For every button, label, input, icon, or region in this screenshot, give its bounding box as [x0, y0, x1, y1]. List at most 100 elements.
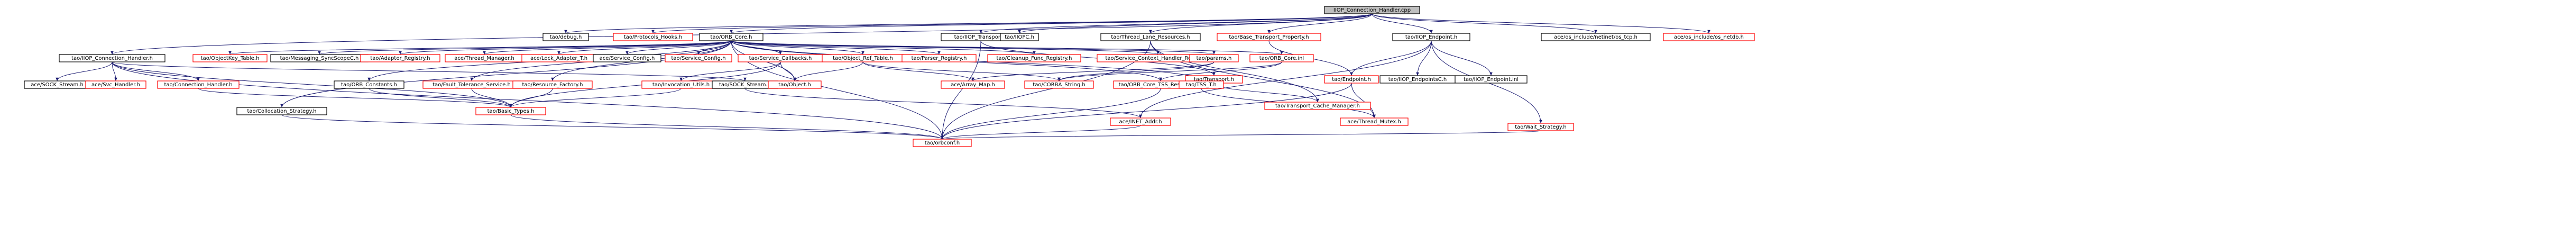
- header-file-node[interactable]: tao/Endpoint.h: [1324, 75, 1379, 84]
- header-file-node[interactable]: tao/Fault_Tolerance_Service.h: [422, 80, 521, 89]
- header-file-node[interactable]: tao/params.h: [1189, 54, 1239, 62]
- header-file-node[interactable]: tao/IIOP_Endpoint.h: [1392, 33, 1470, 41]
- header-file-node[interactable]: tao/Resource_Factory.h: [512, 80, 593, 89]
- header-file-node[interactable]: tao/Connection_Handler.h: [157, 80, 240, 89]
- node-box: [1000, 33, 1039, 41]
- edge-n3-to-n25: [731, 40, 1283, 55]
- header-file-node[interactable]: tao/orbconf.h: [913, 139, 972, 147]
- header-file-node[interactable]: tao/Transport_Cache_Manager.h: [1264, 102, 1371, 110]
- header-file-node[interactable]: tao/Protocols_Hooks.h: [613, 33, 693, 41]
- header-file-node[interactable]: tao/Collocation_Strategy.h: [236, 107, 327, 115]
- header-file-node[interactable]: tao/SOCK_Stream.h: [712, 80, 778, 89]
- header-file-node[interactable]: ace/Lock_Adapter_T.h: [521, 54, 596, 62]
- node-box: [1541, 33, 1651, 41]
- node-label: ace/os_include/netinet/os_tcp.h: [1554, 34, 1637, 40]
- header-file-node[interactable]: tao/Parser_Registry.h: [901, 54, 977, 62]
- header-file-node[interactable]: ace/Thread_Mutex.h: [1340, 117, 1409, 126]
- header-file-node[interactable]: tao/Adapter_Registry.h: [360, 54, 440, 62]
- header-file-node[interactable]: tao/CORBA_String.h: [1024, 80, 1094, 89]
- header-file-node[interactable]: tao/IIOP_Endpoint.inl: [1455, 75, 1528, 84]
- root-file-node: IIOP_Connection_Handler.cpp: [1324, 6, 1420, 14]
- header-file-node[interactable]: tao/ORB_Constants.h: [334, 80, 404, 89]
- edge-n8-to-n29: [1431, 40, 1493, 76]
- edge-n24-to-n40: [1057, 61, 1215, 81]
- header-file-node[interactable]: ace/os_include/os_netdb.h: [1663, 33, 1755, 41]
- edge-n3-to-n12: [228, 40, 732, 55]
- node-box: [1324, 6, 1420, 14]
- node-box: [1663, 33, 1755, 41]
- header-file-node[interactable]: ace/Svc_Handler.h: [85, 80, 146, 89]
- edge-n3-to-n44: [280, 40, 732, 108]
- node-label: tao/Collocation_Strategy.h: [247, 108, 316, 114]
- node-label: tao/ObjectKey_Table.h: [201, 56, 260, 61]
- node-label: ace/INET_Addr.h: [1119, 119, 1162, 125]
- header-file-node[interactable]: ace/Array_Map.h: [941, 80, 1005, 89]
- edge-n44-to-n49: [281, 114, 944, 140]
- header-file-node[interactable]: tao/Wait_Strategy.h: [1507, 123, 1574, 131]
- edge-n11-to-n31: [112, 61, 117, 81]
- edge-n8-to-n28: [1416, 40, 1432, 76]
- edge-n0-to-n8: [1372, 13, 1433, 34]
- node-box: [941, 80, 1005, 89]
- header-file-node[interactable]: tao/Object.h: [768, 80, 822, 89]
- header-file-node[interactable]: tao/Service_Callbacks.h: [738, 54, 823, 62]
- edge-n27-to-n49: [941, 83, 1352, 140]
- header-file-node[interactable]: tao/Basic_Types.h: [475, 107, 546, 115]
- node-box: [512, 80, 593, 89]
- edge-n25-to-n41: [1159, 61, 1282, 81]
- header-file-node[interactable]: tao/ORB_Core.h: [699, 33, 763, 41]
- node-label: tao/IIOP_Endpoint.inl: [1464, 77, 1519, 83]
- edge-n3-to-n16: [557, 40, 732, 55]
- node-label: tao/debug.h: [550, 34, 582, 40]
- edge-n27-to-n47: [1351, 83, 1376, 119]
- node-box: [1179, 80, 1224, 89]
- header-file-node[interactable]: ace/Thread_Manager.h: [445, 54, 524, 62]
- node-label: tao/ORB_Core.h: [711, 34, 752, 40]
- header-file-node[interactable]: ace/os_include/netinet/os_tcp.h: [1541, 33, 1651, 41]
- node-label: tao/Transport.h: [1194, 77, 1234, 83]
- header-file-node[interactable]: ace/SOCK_Stream.h: [24, 80, 90, 89]
- header-file-node[interactable]: tao/ORB_Core.inl: [1249, 54, 1314, 62]
- header-file-node[interactable]: ace/INET_Addr.h: [1110, 117, 1171, 126]
- node-box: [85, 80, 146, 89]
- node-box: [1189, 54, 1239, 62]
- header-file-node[interactable]: tao/IIOPC.h: [1000, 33, 1039, 41]
- node-box: [334, 80, 404, 89]
- header-file-node[interactable]: tao/Object_Ref_Table.h: [822, 54, 904, 62]
- header-file-node[interactable]: tao/Service_Config.h: [665, 54, 732, 62]
- header-file-node[interactable]: tao/IIOP_Connection_Handler.h: [59, 54, 165, 62]
- node-box: [768, 80, 822, 89]
- node-box: [157, 80, 240, 89]
- node-box: [236, 107, 327, 115]
- node-label: tao/IIOP_Endpoint.h: [1405, 34, 1457, 40]
- edge-n32-to-n45: [198, 88, 512, 108]
- node-label: ace/SOCK_Stream.h: [31, 82, 84, 88]
- node-label: tao/Invocation_Utils.h: [652, 82, 710, 88]
- edge-n45-to-n49: [510, 114, 944, 140]
- node-box: [1392, 33, 1470, 41]
- header-file-node[interactable]: tao/Cleanup_Func_Registry.h: [987, 54, 1081, 62]
- edge-n19-to-n38: [780, 61, 796, 81]
- header-file-node[interactable]: tao/debug.h: [542, 33, 589, 41]
- edge-n11-to-n30: [56, 61, 113, 81]
- header-file-node[interactable]: tao/ObjectKey_Table.h: [192, 54, 268, 62]
- node-label: tao/Wait_Strategy.h: [1515, 124, 1567, 130]
- edge-n3-to-n20: [731, 40, 864, 55]
- header-file-node[interactable]: tao/Thread_Lane_Resources.h: [1100, 33, 1201, 41]
- header-file-node[interactable]: tao/TSS_T.h: [1179, 80, 1224, 89]
- node-label: ace/Svc_Handler.h: [91, 82, 140, 88]
- node-label: tao/Cleanup_Func_Registry.h: [996, 56, 1072, 61]
- edge-n3-to-n15: [483, 40, 732, 55]
- header-file-node[interactable]: tao/Invocation_Utils.h: [641, 80, 721, 89]
- node-label: tao/IIOP_EndpointsC.h: [1388, 77, 1447, 83]
- edge-n0-to-n7: [1267, 13, 1373, 34]
- edge-n25-to-n40: [1057, 61, 1282, 81]
- header-file-node[interactable]: tao/Base_Transport_Property.h: [1217, 33, 1321, 41]
- edge-n0-to-n3: [730, 13, 1373, 34]
- header-file-node[interactable]: tao/Messaging_SyncScopeC.h: [270, 54, 369, 62]
- header-file-node[interactable]: ace/Service_Config.h: [593, 54, 661, 62]
- node-box: [360, 54, 440, 62]
- header-file-node[interactable]: tao/IIOP_EndpointsC.h: [1379, 75, 1456, 84]
- node-label: tao/IIOPC.h: [1005, 34, 1034, 40]
